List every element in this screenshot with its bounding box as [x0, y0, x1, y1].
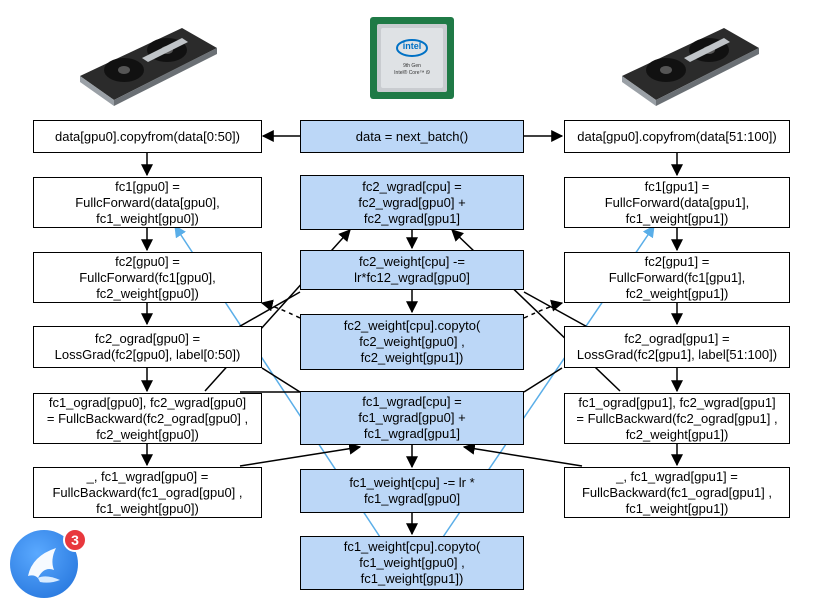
gpu1-fc2-backward-box: fc1_ograd[gpu1], fc2_wgrad[gpu1] = Fullc…	[564, 393, 790, 444]
fc1-weight-update-box: fc1_weight[cpu] -= lr * fc1_wgrad[gpu0]	[300, 469, 524, 513]
notification-count-badge: 3	[63, 528, 87, 552]
intel-cpu-icon: intel 9th Gen Intel® Core™ i9	[369, 16, 455, 100]
gpu1-fc2-forward-box: fc2[gpu1] = FullcForward(fc1[gpu1], fc2_…	[564, 252, 790, 303]
gpu0-fc1-backward-box: _, fc1_wgrad[gpu0] = FullcBackward(fc1_o…	[33, 467, 262, 518]
fc2-wgrad-sum-box: fc2_wgrad[cpu] = fc2_wgrad[gpu0] + fc2_w…	[300, 175, 524, 230]
gpu0-fc2-backward-box: fc1_ograd[gpu0], fc2_wgrad[gpu0] = Fullc…	[33, 393, 262, 444]
fc2-weight-update-box: fc2_weight[cpu] -= lr*fc12_wgrad[gpu0]	[300, 250, 524, 290]
weight-copy-dashed-arrows	[260, 299, 564, 319]
fc1-weight-copy-box: fc1_weight[cpu].copyto( fc1_weight[gpu0]…	[300, 536, 524, 590]
cpu-brand: intel	[402, 41, 422, 51]
graphics-card-icon	[72, 18, 222, 108]
cpu-generation: 9th Gen	[403, 63, 421, 69]
gpu0-fc1-forward-box: fc1[gpu0] = FullcForward(data[gpu0], fc1…	[33, 177, 262, 228]
gpu0-fc2-forward-box: fc2[gpu0] = FullcForward(fc1[gpu0], fc2_…	[33, 252, 262, 303]
cpu-model: Intel® Core™ i9	[394, 70, 430, 76]
gpu1-fc1-forward-box: fc1[gpu1] = FullcForward(data[gpu1], fc1…	[564, 177, 790, 228]
fc1-wgrad-sum-box: fc1_wgrad[cpu] = fc1_wgrad[gpu0] + fc1_w…	[300, 391, 524, 445]
gpu1-loss-grad-box: fc2_ograd[gpu1] = LossGrad(fc2[gpu1], la…	[564, 326, 790, 368]
gpu1-fc1-backward-box: _, fc1_wgrad[gpu1] = FullcBackward(fc1_o…	[564, 467, 790, 518]
fc2-weight-copy-box: fc2_weight[cpu].copyto( fc2_weight[gpu0]…	[300, 314, 524, 370]
gpu1-copy-box: data[gpu0].copyfrom(data[51:100])	[564, 120, 790, 153]
gpu0-loss-grad-box: fc2_ograd[gpu0] = LossGrad(fc2[gpu0], la…	[33, 326, 262, 368]
gpu0-copy-box: data[gpu0].copyfrom(data[0:50])	[33, 120, 262, 153]
graphics-card-icon	[614, 18, 764, 108]
next-batch-box: data = next_batch()	[300, 120, 524, 153]
